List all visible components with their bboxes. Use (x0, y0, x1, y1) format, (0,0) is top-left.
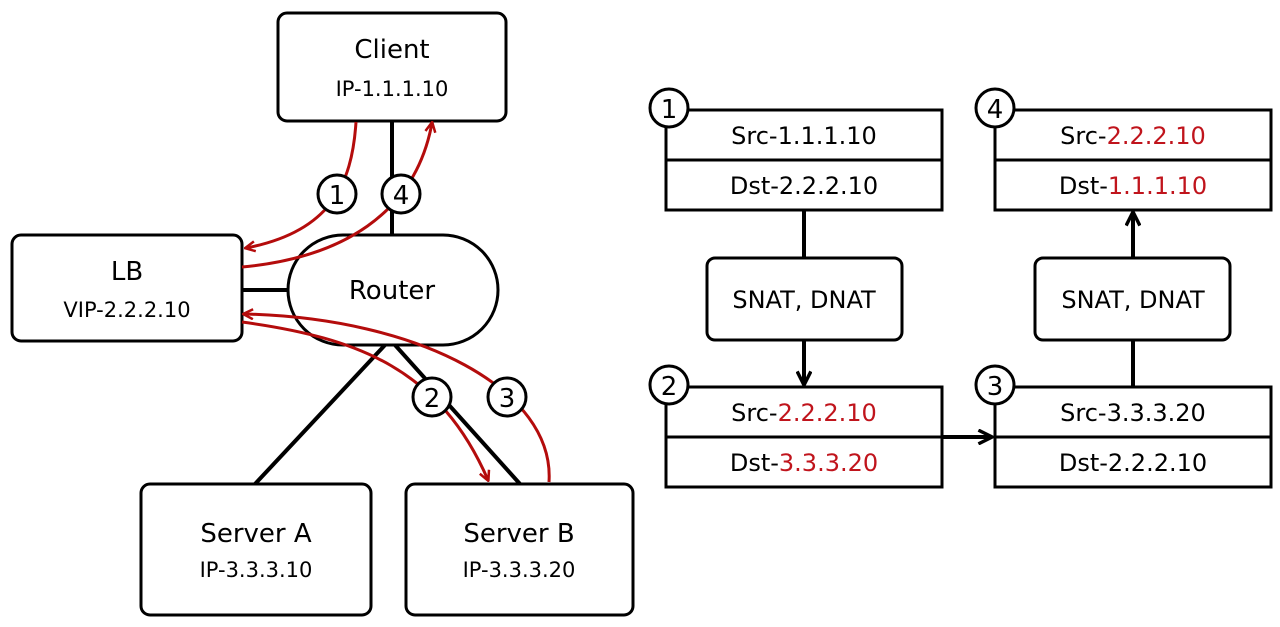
svg-text:2: 2 (424, 384, 441, 414)
step-4-marker-right: 4 (974, 87, 1016, 129)
packet-4-dst: Dst-1.1.1.10 (1059, 172, 1207, 200)
server-b-node: Server B IP-3.3.3.20 (404, 482, 635, 617)
step-2-marker-right: 2 (648, 364, 690, 406)
svg-text:3: 3 (499, 384, 516, 414)
packet-2-dst: Dst-3.3.3.20 (730, 449, 878, 477)
step-1-marker-right: 1 (648, 87, 690, 129)
svg-text:1: 1 (661, 95, 678, 125)
step-3-marker-left: 3 (486, 376, 528, 418)
client-ip: IP-1.1.1.10 (336, 77, 449, 101)
packet-4: Src-2.2.2.10 Dst-1.1.1.10 (993, 108, 1273, 212)
nat-label-right: SNAT, DNAT (1061, 286, 1205, 314)
server-a-label: Server A (200, 519, 312, 549)
server-b-ip: IP-3.3.3.20 (463, 558, 576, 582)
nat-box-left: SNAT, DNAT (705, 256, 904, 342)
packet-1-dst: Dst-2.2.2.10 (730, 172, 878, 200)
svg-text:2: 2 (661, 372, 678, 402)
packet-1-src: Src-1.1.1.10 (731, 122, 877, 150)
nat-label-left: SNAT, DNAT (732, 286, 876, 314)
lb-label: LB (111, 257, 143, 287)
router-server-a-link (253, 343, 387, 486)
client-node: Client IP-1.1.1.10 (276, 11, 508, 123)
server-a-ip: IP-3.3.3.10 (200, 558, 313, 582)
packet-3: Src-3.3.3.20 Dst-2.2.2.10 (993, 385, 1273, 489)
router-label: Router (349, 276, 435, 306)
server-b-label: Server B (463, 519, 574, 549)
step-3-marker-right: 3 (974, 364, 1016, 406)
server-a-node: Server A IP-3.3.3.10 (139, 482, 373, 617)
packet-4-src: Src-2.2.2.10 (1060, 122, 1206, 150)
svg-text:3: 3 (987, 372, 1004, 402)
client-label: Client (354, 35, 429, 65)
flow-arrow-2 (241, 320, 488, 480)
packet-2: Src-2.2.2.10 Dst-3.3.3.20 (664, 385, 944, 489)
step-2-marker-left: 2 (411, 376, 453, 418)
lb-ip: VIP-2.2.2.10 (63, 298, 190, 322)
flow-arrow-4 (241, 123, 432, 269)
flow-arrow-3 (244, 314, 551, 483)
packet-1: Src-1.1.1.10 Dst-2.2.2.10 (664, 108, 944, 212)
svg-text:1: 1 (329, 181, 346, 211)
packet-3-src: Src-3.3.3.20 (1060, 399, 1206, 427)
lb-node: LB VIP-2.2.2.10 (10, 233, 244, 343)
step-4-marker-left: 4 (380, 173, 422, 215)
router-node: Router (286, 233, 500, 347)
nat-box-right: SNAT, DNAT (1033, 256, 1232, 342)
step-1-marker-left: 1 (316, 173, 358, 215)
router-server-b-link (393, 343, 522, 486)
svg-text:4: 4 (393, 181, 410, 211)
packet-3-dst: Dst-2.2.2.10 (1059, 449, 1207, 477)
svg-text:4: 4 (987, 95, 1004, 125)
packet-2-src: Src-2.2.2.10 (731, 399, 877, 427)
